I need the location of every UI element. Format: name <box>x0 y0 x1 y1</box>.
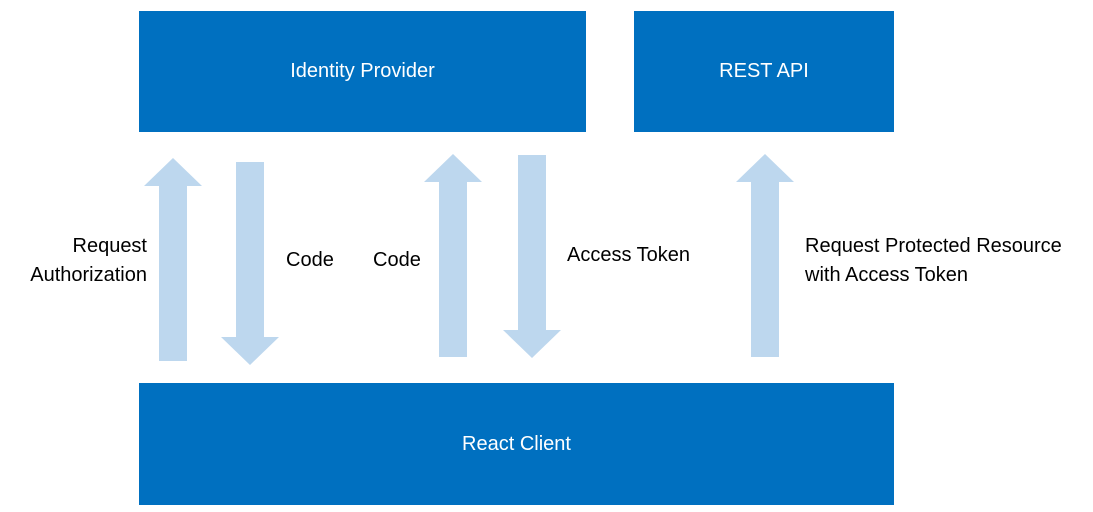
protected-resource-up-arrow <box>736 154 794 357</box>
identity-provider-label: Identity Provider <box>290 60 435 82</box>
protected-resource-label-line-1: Request Protected Resource <box>805 235 1062 257</box>
code-label-down: Code <box>286 246 334 275</box>
code-up-arrow <box>424 154 482 357</box>
code-down-arrow <box>221 162 279 365</box>
identity-provider-box: Identity Provider <box>139 11 586 132</box>
request-authorization-label-line-2: Authorization <box>30 264 147 286</box>
request-authorization-label: Request Authorization <box>30 232 147 290</box>
access-token-label-text: Access Token <box>567 244 691 266</box>
react-client-label: React Client <box>462 432 571 455</box>
code-label-up: Code <box>373 246 421 275</box>
rest-api-label: REST API <box>719 60 809 82</box>
protected-resource-label: Request Protected Resource with Access T… <box>805 232 1062 290</box>
code-label-down-text: Code <box>286 249 334 271</box>
request-authorization-up-arrow <box>144 158 202 361</box>
code-label-up-text: Code <box>373 249 421 271</box>
protected-resource-label-line-2: with Access Token <box>805 264 969 286</box>
rest-api-box: REST API <box>634 11 894 132</box>
request-authorization-label-line-1: Request <box>72 235 148 257</box>
react-client-box: React Client <box>139 383 894 505</box>
access-token-label: Access Token <box>567 241 690 270</box>
access-token-down-arrow <box>503 155 561 358</box>
